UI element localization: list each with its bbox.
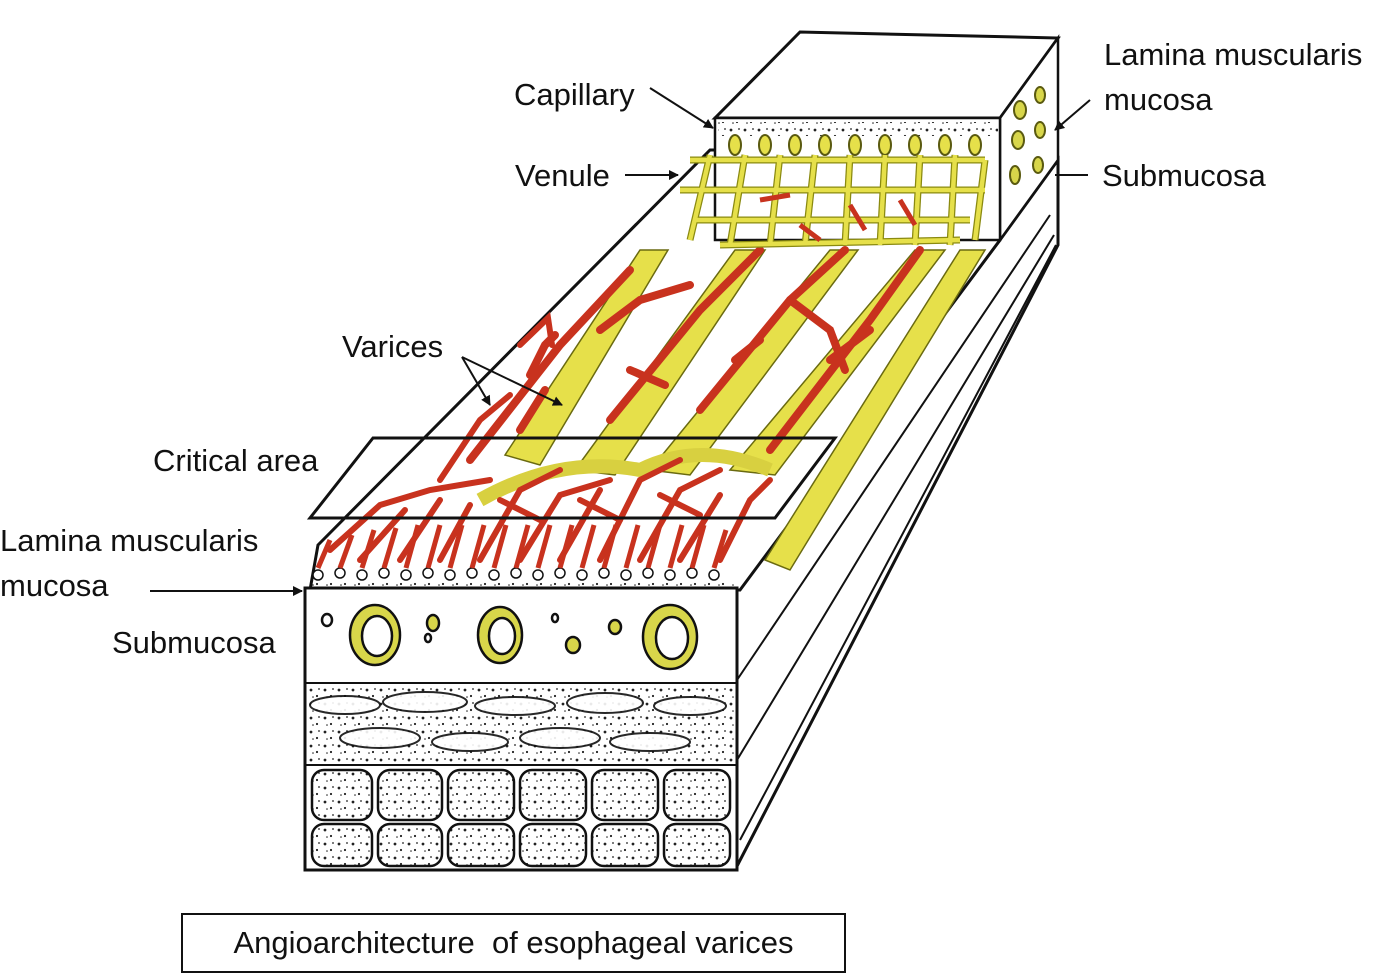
leader-lines bbox=[150, 87, 1091, 596]
submucosa-vessels bbox=[320, 603, 699, 671]
label-venule: Venule bbox=[515, 158, 610, 193]
label-lamina-left-line1: Lamina muscularis bbox=[0, 523, 259, 558]
critical-area-frame bbox=[306, 436, 838, 520]
lamina-right-arrow bbox=[1054, 99, 1091, 131]
distal-block bbox=[711, 30, 1061, 244]
label-lamina-right-line1: Lamina muscularis bbox=[1104, 37, 1363, 72]
lamina-dots-front bbox=[312, 567, 720, 581]
caption-text: Angioarchitecture of esophageal varices bbox=[233, 925, 794, 960]
front-face bbox=[303, 567, 739, 872]
label-capillary: Capillary bbox=[514, 77, 635, 112]
label-lamina-left-line2: mucosa bbox=[0, 568, 109, 603]
label-submucosa-right: Submucosa bbox=[1102, 158, 1266, 193]
muscle-layer-inner bbox=[304, 682, 738, 766]
vessels-red bbox=[315, 246, 924, 569]
capillary-arrow bbox=[649, 87, 714, 129]
varices-yellow bbox=[476, 249, 987, 571]
label-submucosa-left: Submucosa bbox=[112, 625, 276, 660]
label-varices: Varices bbox=[342, 329, 444, 364]
label-critical-area: Critical area bbox=[153, 443, 319, 478]
muscle-layer-outer bbox=[310, 768, 732, 868]
label-lamina-right-line2: mucosa bbox=[1104, 82, 1213, 117]
figure-caption: Angioarchitecture of esophageal varices bbox=[181, 913, 846, 973]
varices-arrow-2 bbox=[461, 356, 563, 406]
varices-arrow-1 bbox=[461, 356, 491, 406]
